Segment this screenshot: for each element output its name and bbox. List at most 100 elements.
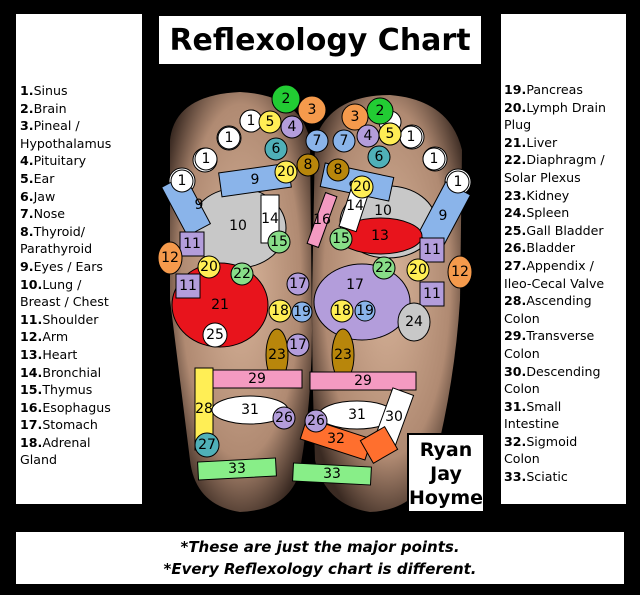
legend-item: 6.Jaw	[20, 188, 142, 206]
pancreas-point	[354, 300, 376, 322]
legend-label: Lymph Drain	[526, 99, 606, 115]
legend-label: Pancreas	[526, 82, 583, 97]
legend-label: Breast / Chest	[20, 294, 109, 310]
legend-item: Intestine	[504, 415, 626, 433]
zone-number: 1	[430, 151, 439, 167]
zone-number: 4	[288, 119, 297, 135]
sinus-point	[422, 147, 446, 171]
shoulder-zone	[175, 273, 201, 299]
legend-label: Parathyroid	[20, 241, 93, 257]
legend-number: 18.	[20, 434, 43, 450]
legend-label: Hypothalamus	[20, 135, 112, 151]
zone-number: 28	[195, 401, 213, 417]
zone-number: 18	[333, 303, 351, 319]
thymus-point	[267, 230, 291, 254]
zone-number: 14	[346, 198, 364, 214]
legend-label: Thyroid/	[33, 223, 86, 239]
legend-item: 9.Eyes / Ears	[20, 258, 142, 276]
transverse-colon-zone	[309, 371, 417, 391]
legend-label: Arm	[42, 329, 69, 345]
zone-number: 3	[351, 109, 360, 125]
zone-number: 33	[323, 466, 341, 482]
legend-label: Stomach	[42, 417, 98, 433]
legend-number: 31.	[504, 398, 527, 414]
legend-item: Colon	[504, 450, 626, 468]
nose-point	[332, 129, 356, 153]
zone-number: 11	[183, 236, 201, 252]
legend-item: 32.Sigmoid	[504, 433, 626, 451]
zone-number: 11	[423, 242, 441, 258]
legend-item: Colon	[504, 310, 626, 328]
adrenal-point	[330, 299, 354, 323]
zone-number: 3	[308, 102, 317, 118]
zone-number: 23	[334, 347, 352, 363]
stomach-point	[286, 272, 310, 296]
zone-number: 19	[356, 303, 374, 319]
legend-label: Pineal /	[33, 118, 80, 134]
legend-label: Ascending	[526, 293, 592, 309]
legend-label: Bladder	[526, 240, 576, 256]
zone-number: 20	[277, 164, 295, 180]
zone-number: 32	[327, 431, 345, 447]
legend-number: 3.	[20, 118, 34, 134]
zone-number: 15	[270, 234, 288, 250]
zone-number: 2	[376, 103, 385, 119]
esophagus-zone	[306, 191, 338, 249]
arm-zone	[157, 241, 183, 275]
sinus-point	[446, 170, 470, 194]
thyroid-point	[296, 153, 320, 177]
legend-item: 1.Sinus	[20, 82, 142, 100]
sinus-point	[194, 147, 218, 171]
pineal-point	[297, 95, 327, 125]
zone-number: 21	[211, 297, 229, 313]
legend-number: 28.	[504, 293, 527, 309]
legend-item: 25.Gall Bladder	[504, 222, 626, 240]
legend-number: 1.	[20, 83, 34, 98]
zone-number: 4	[364, 128, 373, 144]
legend-label: Liver	[526, 134, 558, 150]
legend-number: 29.	[504, 328, 527, 344]
zone-number: 27	[198, 437, 216, 453]
zone-number: 1	[202, 151, 211, 167]
zone-number: 11	[423, 286, 441, 302]
zone-number: 1	[247, 113, 256, 129]
legend-item: 21.Liver	[504, 134, 626, 152]
gall-bladder-point	[202, 322, 228, 348]
zone-number: 13	[371, 228, 389, 244]
legend-item: Parathyroid	[20, 240, 142, 258]
legend-label: Shoulder	[42, 311, 99, 327]
legend-label: Gall Bladder	[526, 222, 604, 238]
legend-number: 22.	[504, 152, 527, 168]
legend-label: Jaw	[33, 188, 56, 204]
legend-item: 29.Transverse	[504, 327, 626, 345]
legend-label: Sciatic	[526, 469, 568, 485]
legend-number: 16.	[20, 399, 43, 415]
zone-number: 26	[275, 410, 293, 426]
legend-number: 12.	[20, 329, 43, 345]
legend-number: 5.	[20, 170, 34, 186]
legend-label: Gland	[20, 452, 57, 468]
zone-number: 29	[248, 371, 266, 387]
legend-number: 4.	[20, 153, 34, 169]
spleen-zone	[397, 302, 431, 342]
legend-label: Nose	[33, 206, 65, 222]
pineal-point	[341, 103, 369, 131]
legend-item: 10.Lung /	[20, 276, 142, 294]
arm-zone	[447, 255, 473, 289]
legend-number: 26.	[504, 240, 527, 256]
legend-number: 20.	[504, 99, 527, 115]
legend-label: Appendix /	[526, 257, 594, 273]
legend-item: 11.Shoulder	[20, 311, 142, 329]
legend-label: Intestine	[504, 416, 560, 432]
bladder-point	[272, 406, 296, 430]
legend-item: 24.Spleen	[504, 204, 626, 222]
legend-number: 33.	[504, 469, 527, 485]
bladder-point	[304, 409, 328, 433]
zone-number: 29	[354, 373, 372, 389]
zone-number: 10	[374, 203, 392, 219]
pituitary-point	[356, 124, 380, 148]
legend-label: Descending	[526, 363, 601, 379]
legend-item: Colon	[504, 345, 626, 363]
legend-item: 26.Bladder	[504, 239, 626, 257]
legend-label: Colon	[504, 345, 540, 361]
